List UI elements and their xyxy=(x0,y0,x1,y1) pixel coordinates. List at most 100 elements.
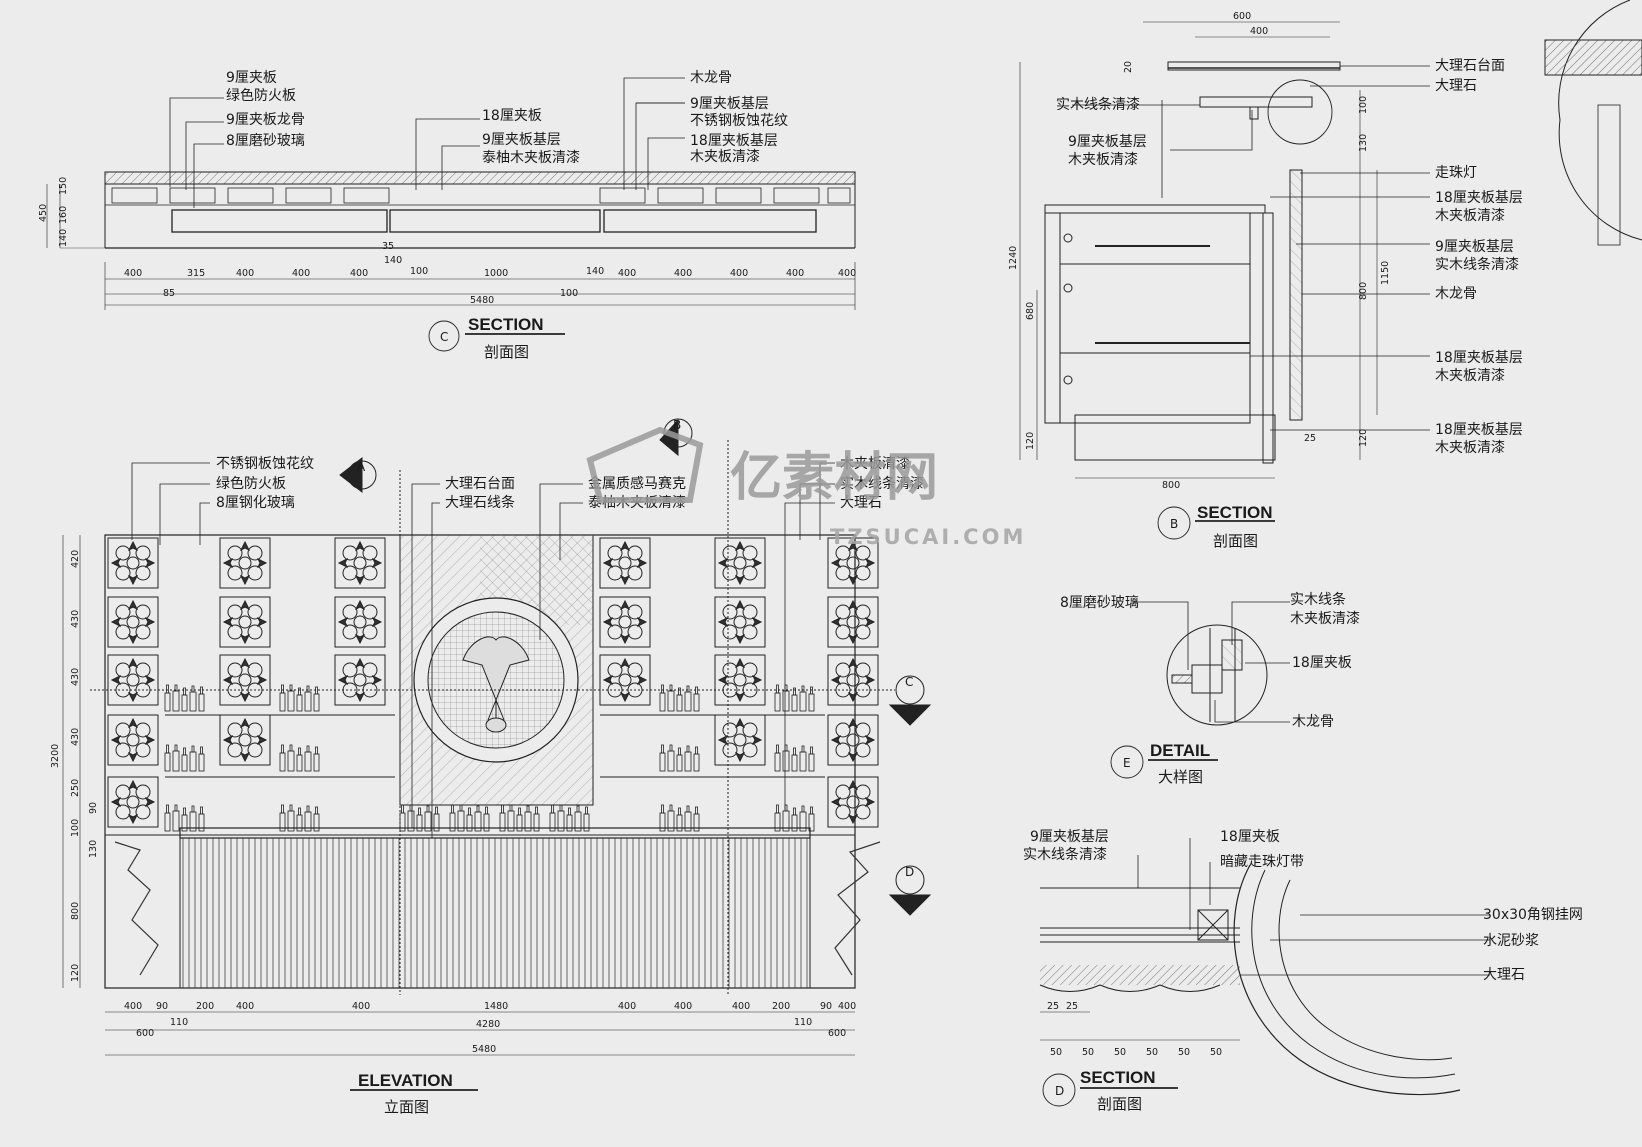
section-markers xyxy=(90,418,932,995)
callout-c-12: 木夹板清漆 xyxy=(690,149,760,165)
dim-e: 4280 xyxy=(476,1019,500,1030)
dim-e: 430 xyxy=(70,668,81,686)
section-d-title: SECTION xyxy=(1080,1068,1156,1087)
callout-b-r7: 实木线条清漆 xyxy=(1435,256,1519,273)
dim-b: 400 xyxy=(1250,26,1268,37)
dim-c: 400 xyxy=(786,268,804,279)
dim-c: 100 xyxy=(560,288,578,299)
callout-d-7: 大理石 xyxy=(1483,967,1525,983)
dim-b: 680 xyxy=(1025,302,1036,320)
dim-c: 400 xyxy=(124,268,142,279)
callout-c-5: 18厘夹板 xyxy=(482,108,542,124)
watermark-brand: 亿素材网 xyxy=(730,448,938,508)
elevation-drawing xyxy=(62,418,932,1091)
dim-e: 430 xyxy=(70,610,81,628)
marker-c: C xyxy=(905,675,913,689)
dim-e: 90 xyxy=(156,1001,168,1012)
dim-d: 25 xyxy=(1066,1001,1078,1012)
dim-d: 50 xyxy=(1082,1047,1094,1058)
callout-d-6: 水泥砂浆 xyxy=(1483,933,1539,949)
dim-e: 90 xyxy=(820,1001,832,1012)
dim-d: 50 xyxy=(1114,1047,1126,1058)
dim-c-total: 5480 xyxy=(470,295,494,306)
callout-c-3: 9厘夹板龙骨 xyxy=(226,112,305,128)
dim-e: 100 xyxy=(70,819,81,837)
detail-e-text: 8厘磨砂玻璃 实木线条 木夹板清漆 18厘夹板 木龙骨 E DETAIL 大样图 xyxy=(1060,591,1360,786)
callout-b-r12: 木夹板清漆 xyxy=(1435,440,1505,456)
callout-b-r2: 大理石 xyxy=(1435,78,1477,94)
dim-c: 140 xyxy=(58,229,69,247)
dim-e: 90 xyxy=(88,802,99,814)
dim-b: 1240 xyxy=(1008,246,1019,270)
section-d-subtitle: 剖面图 xyxy=(1097,1095,1142,1113)
callout-d-5: 30x30角钢挂网 xyxy=(1483,907,1583,923)
callout-e-r1: 木夹板清漆 xyxy=(840,456,910,472)
callout-c-9: 9厘夹板基层 xyxy=(690,95,769,112)
dim-e: 110 xyxy=(170,1017,188,1028)
callout-d-e1: 8厘磨砂玻璃 xyxy=(1060,594,1139,611)
callout-e-l2: 绿色防火板 xyxy=(216,475,286,492)
callout-d-2: 实木线条清漆 xyxy=(1023,846,1107,863)
dim-e: 400 xyxy=(352,1001,370,1012)
callout-c-2: 绿色防火板 xyxy=(226,87,296,104)
dim-e: 430 xyxy=(70,728,81,746)
callout-e-r2: 实木线条清漆 xyxy=(840,475,924,492)
callout-c-10: 不锈钢板蚀花纹 xyxy=(690,113,788,129)
dim-e: 800 xyxy=(70,902,81,920)
dim-c: 400 xyxy=(730,268,748,279)
detail-e-title: DETAIL xyxy=(1150,741,1210,760)
dim-c: 400 xyxy=(674,268,692,279)
dim-c: 150 xyxy=(58,177,69,195)
detail-e-drawing xyxy=(1110,601,1290,779)
dim-e: 400 xyxy=(674,1001,692,1012)
section-d-tag: D xyxy=(1055,1084,1064,1098)
dim-c: 400 xyxy=(838,268,856,279)
callout-b-r3: 走珠灯 xyxy=(1435,165,1477,181)
dim-e: 110 xyxy=(794,1017,812,1028)
callout-c-6: 9厘夹板基层 xyxy=(482,131,561,148)
section-b-text: 实木线条清漆 9厘夹板基层 木夹板清漆 大理石台面 大理石 走珠灯 18厘夹板基… xyxy=(1008,11,1523,550)
dim-c: 400 xyxy=(618,268,636,279)
dim-e: 400 xyxy=(838,1001,856,1012)
dim-c: 400 xyxy=(350,268,368,279)
callout-b-l3: 木夹板清漆 xyxy=(1068,152,1138,168)
dim-b: 130 xyxy=(1358,134,1369,152)
callout-c-11: 18厘夹板基层 xyxy=(690,132,778,149)
dim-c: 100 xyxy=(410,266,428,277)
dim-e: 600 xyxy=(828,1028,846,1039)
dim-e: 3200 xyxy=(50,744,61,768)
dim-c: 85 xyxy=(163,288,175,299)
callout-e-r3: 大理石 xyxy=(840,495,882,511)
dim-d: 50 xyxy=(1178,1047,1190,1058)
watermark: 亿素材网 TZSUCAI.COM xyxy=(586,426,1023,549)
dim-e-total: 5480 xyxy=(472,1044,496,1055)
callout-b-r5: 木夹板清漆 xyxy=(1435,208,1505,224)
detail-e-subtitle: 大样图 xyxy=(1158,768,1203,786)
dim-b: 25 xyxy=(1304,433,1316,444)
dim-b: 120 xyxy=(1358,429,1369,447)
callout-b-r1: 大理石台面 xyxy=(1435,58,1505,74)
dim-e: 400 xyxy=(732,1001,750,1012)
dim-d: 50 xyxy=(1210,1047,1222,1058)
callout-c-4: 8厘磨砂玻璃 xyxy=(226,132,305,149)
dim-b: 100 xyxy=(1358,96,1369,114)
dim-e: 1480 xyxy=(484,1001,508,1012)
dim-d: 25 xyxy=(1047,1001,1059,1012)
dim-e: 420 xyxy=(70,550,81,568)
section-c-subtitle: 剖面图 xyxy=(484,343,529,361)
marker-a: A xyxy=(357,460,366,474)
dim-c: 140 xyxy=(586,266,604,277)
dim-b: 120 xyxy=(1025,432,1036,450)
elevation-subtitle: 立面图 xyxy=(384,1098,429,1116)
detail-e-tag: E xyxy=(1123,756,1131,770)
dim-b: 800 xyxy=(1358,282,1369,300)
dim-c: 35 xyxy=(382,241,394,252)
callout-d-3: 18厘夹板 xyxy=(1220,829,1280,845)
dim-e: 600 xyxy=(136,1028,154,1039)
section-b-tag: B xyxy=(1170,517,1178,531)
dim-d: 50 xyxy=(1146,1047,1158,1058)
section-d-drawing xyxy=(1039,838,1490,1107)
callout-b-r11: 18厘夹板基层 xyxy=(1435,421,1523,438)
callout-c-1: 9厘夹板 xyxy=(226,70,277,86)
